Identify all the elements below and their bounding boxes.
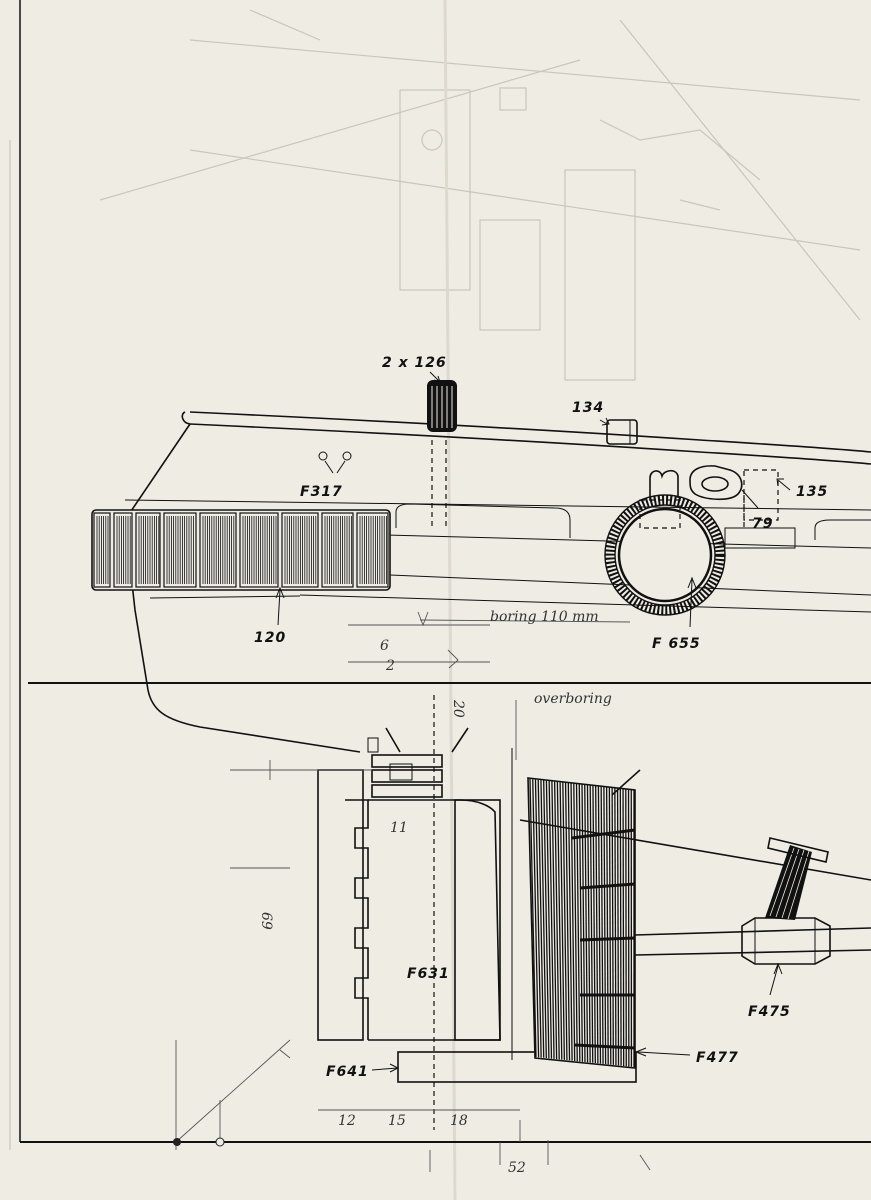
label-f317: F317 xyxy=(300,484,343,500)
fender-block-f477 xyxy=(511,748,641,1069)
fold-crease xyxy=(443,0,457,1200)
label-2x126: 2 x 126 xyxy=(382,355,447,371)
fender-segment xyxy=(135,512,161,588)
label-f631: F631 xyxy=(407,966,450,982)
note-52: 52 xyxy=(508,1160,526,1176)
eye-bolts-f317 xyxy=(318,451,352,474)
note-six: 6 xyxy=(380,638,389,654)
upper-hull-view: 2 x 126 134 F317 135 79 120 F 655 boring… xyxy=(91,355,871,753)
note-11: 11 xyxy=(390,820,408,836)
lower-section-view: F631 F641 F477 F475 20 11 69 overboring … xyxy=(173,691,871,1176)
fender-segment xyxy=(239,512,279,588)
fender-segment xyxy=(321,512,354,588)
note-two: 2 xyxy=(385,658,395,674)
deck-rail-lower xyxy=(189,423,871,465)
label-135: 135 xyxy=(796,484,828,500)
note-20: 20 xyxy=(450,699,466,718)
note-69: 69 xyxy=(258,912,274,930)
fitting-134 xyxy=(606,419,638,445)
fender-segment xyxy=(93,512,111,588)
label-f655: F 655 xyxy=(652,636,701,652)
bleed-through-ghost-drawing xyxy=(9,9,861,1150)
base-plate-f641 xyxy=(397,1051,637,1083)
deck-rail xyxy=(189,411,871,453)
fender-120 xyxy=(91,509,391,591)
note-15: 15 xyxy=(388,1113,406,1129)
note-overboring: overboring xyxy=(534,691,612,707)
note-boring: boring 110 mm xyxy=(490,609,599,625)
note-18: 18 xyxy=(450,1113,468,1129)
bow-profile xyxy=(124,423,361,753)
fender-segment xyxy=(199,512,237,588)
fender-segment xyxy=(281,512,319,588)
fender-segment xyxy=(113,512,133,588)
fender-segment xyxy=(163,512,197,588)
note-12: 12 xyxy=(338,1113,356,1129)
blade-f631 xyxy=(317,769,501,1041)
label-f477: F477 xyxy=(696,1050,739,1066)
label-120: 120 xyxy=(254,630,286,646)
tyre-fender-f655 xyxy=(604,469,726,616)
label-f475: F475 xyxy=(748,1004,791,1020)
coupling-f475 xyxy=(741,837,831,965)
label-134: 134 xyxy=(572,400,604,416)
label-f641: F641 xyxy=(326,1064,369,1080)
fairlead xyxy=(689,465,743,501)
label-79: 79 xyxy=(752,516,773,532)
fender-segment xyxy=(356,512,389,588)
